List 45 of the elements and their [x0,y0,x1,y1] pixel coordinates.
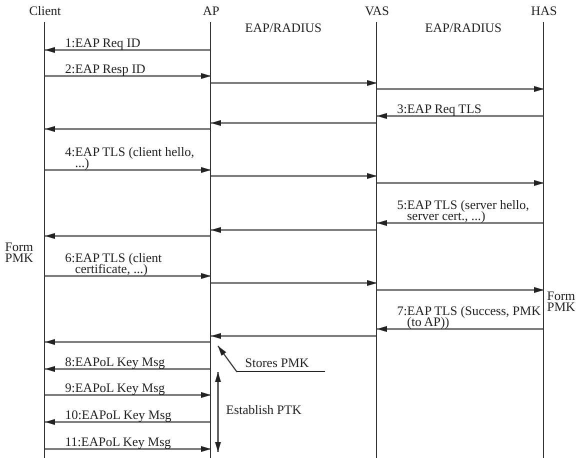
note-text: Form PMK [547,290,576,312]
message-arrow [45,167,211,173]
message-label: 6:EAP TLS (client certificate, ...) [65,252,163,274]
note-text: Form PMK [5,241,34,263]
message-arrow [377,86,544,92]
message-arrow [377,180,544,186]
message-arrow [377,326,544,332]
message-arrow [211,280,377,286]
participant-name: VAS [364,5,390,17]
participant-name: Client [29,5,61,17]
message-arrow [45,366,211,372]
message-label: 8:EAPoL Key Msg [65,356,166,367]
note-text: Stores PMK [237,357,325,372]
message-arrow [211,120,377,126]
message-arrow [45,446,211,452]
protocol-label: EAP/RADIUS [425,22,502,34]
message-arrow [45,339,211,345]
message-arrow [211,227,377,233]
participant-name: AP [202,5,220,17]
message-arrow [211,333,377,339]
message-arrow [45,419,211,425]
message-arrow [45,273,211,279]
message-arrow [45,73,211,79]
message-label: 2:EAP Resp ID [65,63,146,74]
span-label: Establish PTK [226,404,302,416]
message-label: 10:EAPoL Key Msg [65,409,172,420]
message-arrow [45,47,211,53]
message-arrow [377,113,544,119]
message-label: 3:EAP Req TLS [397,103,483,114]
message-arrow [211,173,377,179]
message-label: 4:EAP TLS (client hello, ...) [65,146,195,168]
message-arrow [45,392,211,398]
participant-name: HAS [531,5,557,17]
leader-line [218,346,238,372]
message-label: 11:EAPoL Key Msg [65,436,172,447]
message-arrow [377,287,544,293]
message-label: 7:EAP TLS (Success, PMK (to AP)) [397,305,542,327]
message-label: 9:EAPoL Key Msg [65,382,166,393]
protocol-label: EAP/RADIUS [245,22,322,34]
message-label: 1:EAP Req ID [65,37,142,48]
message-arrow [377,220,544,226]
message-label: 5:EAP TLS (server hello, server cert., ...) [397,199,530,221]
message-arrow [211,80,377,86]
message-arrow [45,233,211,239]
message-arrow [45,126,211,132]
